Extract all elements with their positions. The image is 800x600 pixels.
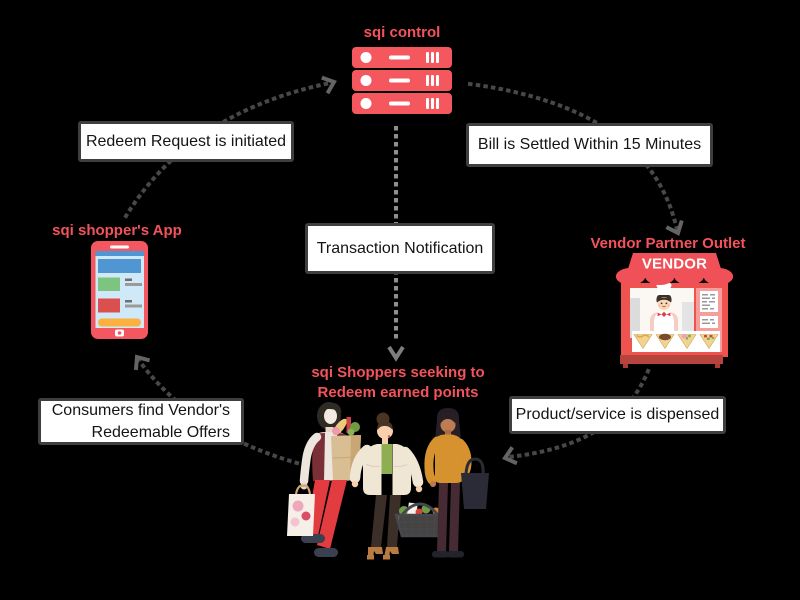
shopper-woman-right	[424, 408, 489, 558]
arrowhead-app-to-server	[321, 75, 337, 95]
step-box-consumers-find-offers: Consumers find Vendor's Redeemable Offer…	[38, 398, 244, 445]
vendor-stall-icon: VENDOR	[615, 253, 734, 368]
smartphone-icon	[91, 241, 148, 339]
shoppers-label: sqi Shoppers seeking to Redeem earned po…	[298, 363, 498, 403]
vendor-label: Vendor Partner Outlet	[590, 235, 746, 252]
step-box-transaction-notification: Transaction Notification	[305, 223, 495, 274]
shoppers-label-line2: Redeem earned points	[317, 384, 479, 401]
step-text-line1: Consumers find Vendor's	[51, 401, 230, 419]
step-box-product-dispensed: Product/service is dispensed	[509, 396, 726, 434]
step-text: Transaction Notification	[316, 239, 484, 257]
server-stack-icon	[352, 47, 452, 114]
app-label: sqi shopper's App	[52, 222, 182, 239]
crepe-items	[633, 333, 719, 350]
step-text: Redeem Request is initiated	[85, 132, 287, 150]
shopper-woman-middle	[349, 412, 446, 560]
step-box-redeem-request: Redeem Request is initiated	[78, 121, 294, 162]
server-label: sqi control	[363, 24, 441, 41]
shoppers-label-line1: sqi Shoppers seeking to	[311, 364, 485, 381]
vendor-sign-text: VENDOR	[642, 256, 707, 273]
arrowhead-vendor-to-shoppers	[502, 446, 518, 466]
step-text: Product/service is dispensed	[515, 406, 720, 423]
step-text-line2: Redeemable Offers	[91, 423, 230, 441]
shoppers-illustration	[287, 402, 489, 560]
arrowhead-server-to-shoppers	[387, 345, 405, 362]
step-text: Bill is Settled Within 15 Minutes	[477, 136, 702, 153]
arrow-server-to-vendor	[467, 81, 680, 233]
arrow-app-to-server	[123, 80, 333, 219]
chef-figure	[650, 281, 678, 331]
arrowhead-server-to-vendor	[665, 220, 684, 236]
arrowhead-shoppers-to-app	[133, 354, 151, 371]
step-box-bill-settled: Bill is Settled Within 15 Minutes	[466, 123, 713, 167]
shopper-man	[287, 402, 361, 557]
